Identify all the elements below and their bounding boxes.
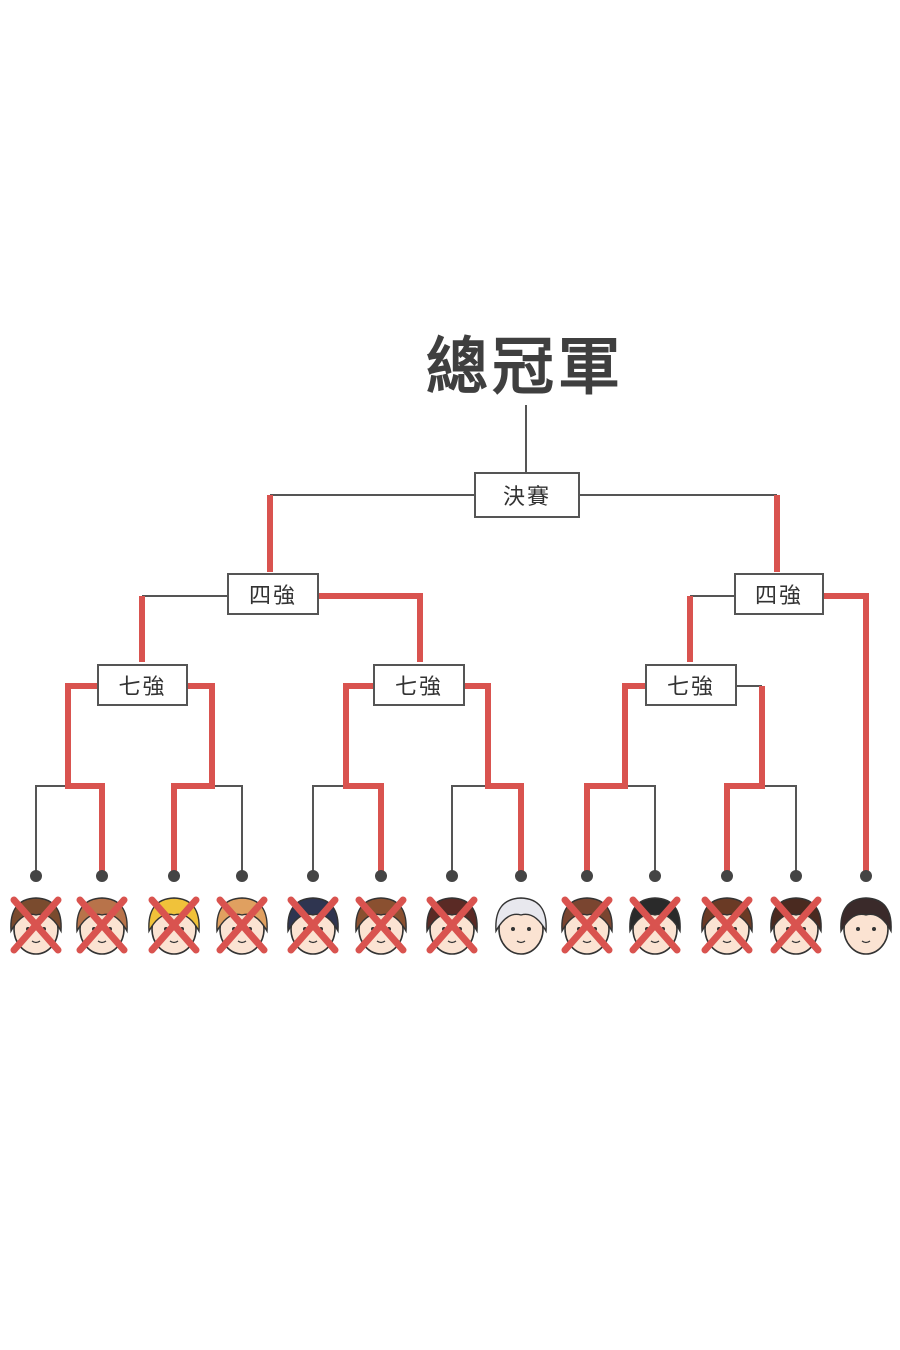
contestant-avatar xyxy=(495,897,547,955)
eliminated-mark xyxy=(355,896,407,954)
champion-title: 總冠軍 xyxy=(425,330,624,403)
contestant-avatars xyxy=(10,896,892,955)
final-label: 決賽 xyxy=(474,472,580,518)
quarterfinal-label-1: 七強 xyxy=(97,664,188,706)
eliminated-mark xyxy=(770,896,822,954)
bracket-lines-grey xyxy=(35,405,797,876)
eliminated-mark xyxy=(287,896,339,954)
eliminated-mark xyxy=(148,896,200,954)
eliminated-mark xyxy=(76,896,128,954)
eliminated-mark xyxy=(701,896,753,954)
semifinal-label-left: 四強 xyxy=(227,573,319,615)
eliminated-mark xyxy=(629,896,681,954)
eliminated-mark xyxy=(216,896,268,954)
quarterfinal-label-2: 七強 xyxy=(373,664,465,706)
contestant-avatar xyxy=(840,897,892,955)
quarterfinal-label-3: 七強 xyxy=(645,664,737,706)
bracket-lines-red xyxy=(65,495,869,876)
eliminated-mark xyxy=(426,896,478,954)
bracket-endpoints xyxy=(30,870,872,882)
eliminated-mark xyxy=(561,896,613,954)
semifinal-label-right: 四強 xyxy=(734,573,824,615)
eliminated-mark xyxy=(10,896,62,954)
